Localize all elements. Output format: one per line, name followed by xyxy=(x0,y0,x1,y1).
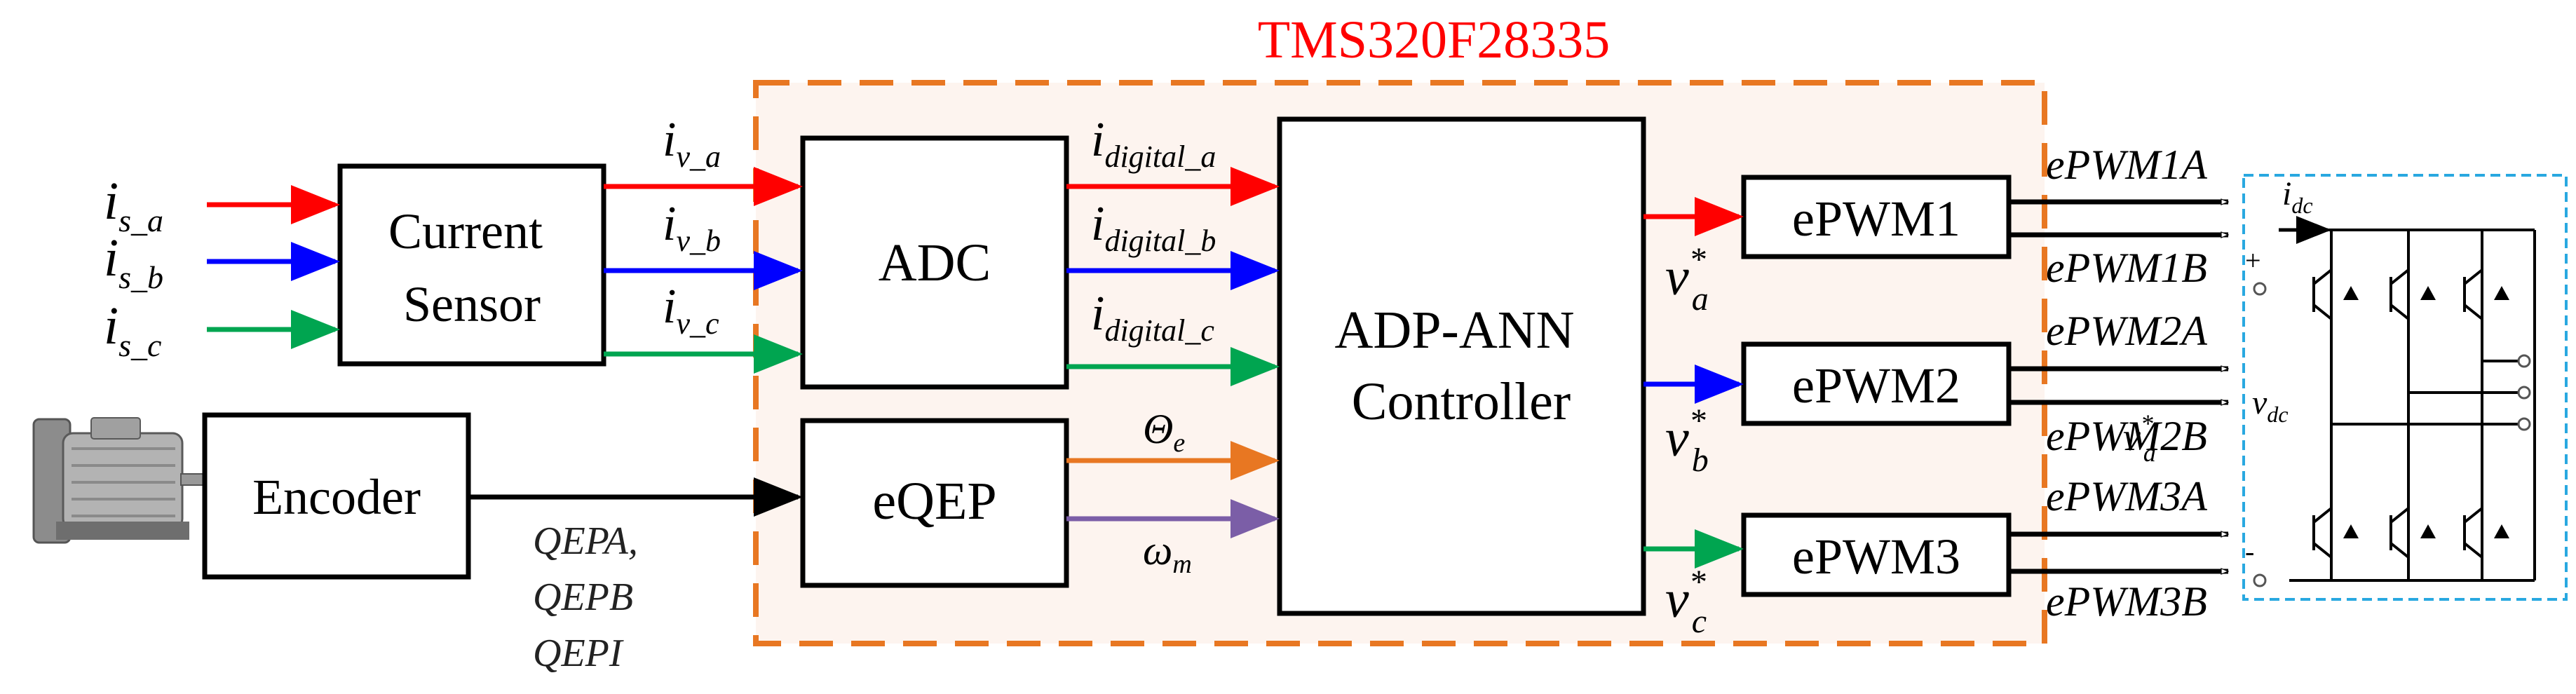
inverter-circuit xyxy=(2289,229,2536,582)
dc-plus-label: + xyxy=(2245,245,2261,276)
current-sensor-label: Current Sensor xyxy=(388,203,555,332)
omega-label: ωm xyxy=(1143,527,1192,579)
controller-label: ADP-ANN Controller xyxy=(1335,301,1588,431)
epwm2a-label: ePWM2A xyxy=(2046,308,2207,354)
overlap-va-label: v*a xyxy=(2123,409,2156,467)
epwm3-block xyxy=(1741,512,2012,597)
va-label: v*a xyxy=(1665,241,1709,318)
idigital-c-label: idigital_c xyxy=(1091,287,1214,348)
epwm3b-label: ePWM3B xyxy=(2046,578,2207,625)
inverter-boundary xyxy=(2242,174,2568,601)
encoder-signals: QEPA, QEPB QEPI xyxy=(533,519,648,675)
epwm1-label: ePWM1 xyxy=(1792,191,1960,247)
adc-label: ADC xyxy=(879,233,991,292)
eqep-block xyxy=(800,418,1069,588)
idc-label: idc xyxy=(2282,175,2313,218)
encoder-block xyxy=(202,412,471,580)
isb-label: is_b xyxy=(104,229,163,295)
encoder-label: Encoder xyxy=(252,469,421,525)
ivc-label: iv_c xyxy=(663,280,719,341)
idigital-b-label: idigital_b xyxy=(1091,197,1216,258)
iva-label: iv_a xyxy=(663,113,721,174)
epwm1a-label: ePWM1A xyxy=(2046,142,2207,188)
epwm3a-label: ePWM3A xyxy=(2046,473,2207,519)
adc-block xyxy=(800,135,1069,390)
isc-label: is_c xyxy=(104,297,161,363)
controller-block xyxy=(1277,116,1646,616)
epwm3-label: ePWM3 xyxy=(1792,529,1960,585)
pwm-arrows xyxy=(2009,202,2228,571)
inverter-terminals xyxy=(2253,282,2531,587)
theta-label: Θe xyxy=(1143,406,1185,458)
epwm2-label: ePWM2 xyxy=(1792,358,1960,414)
vc-label: v*c xyxy=(1665,564,1707,640)
idigital-a-label: idigital_a xyxy=(1091,113,1216,174)
epwm2-block xyxy=(1741,341,2012,426)
current-sensor-block xyxy=(337,163,606,367)
vb-label: v*b xyxy=(1665,402,1709,479)
isa-label: is_a xyxy=(104,172,163,238)
chip-title: TMS320F28335 xyxy=(1258,11,1611,69)
motor-icon xyxy=(32,417,205,544)
epwm2b-label: ePWM2B xyxy=(2046,413,2207,459)
epwm1-block xyxy=(1741,175,2012,259)
eqep-label: eQEP xyxy=(872,472,996,531)
epwm1b-label: ePWM1B xyxy=(2046,245,2207,291)
ivb-label: iv_b xyxy=(663,197,721,258)
inverter-diodes xyxy=(2343,286,2509,538)
vdc-label: vdc xyxy=(2252,384,2289,427)
dc-minus-label: - xyxy=(2245,536,2254,567)
